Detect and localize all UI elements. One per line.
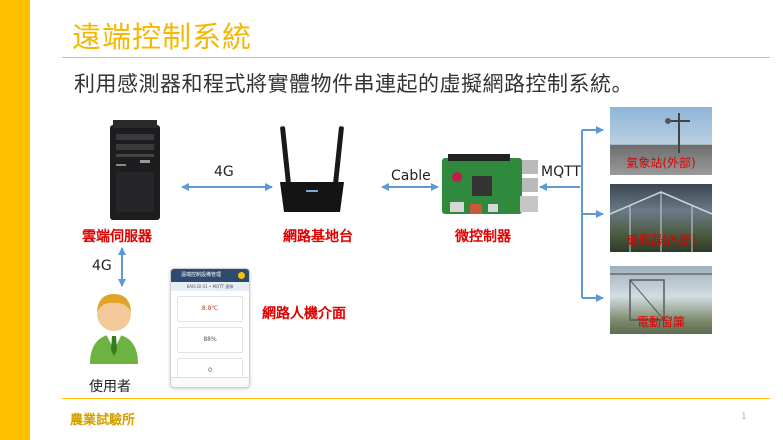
label-microcontroller: 微控制器	[455, 229, 511, 245]
device-photo-greenhouse: 感測器(內部)	[610, 184, 712, 252]
greenhouse-frame-icon	[610, 191, 712, 252]
phone-subheader: KAIS DI 01 • MQTT 連線	[171, 282, 249, 291]
phone-header-text: 遠端控制設備管理	[181, 272, 222, 278]
label-router: 網路基地台	[283, 229, 353, 245]
curtain-frame-icon	[610, 273, 712, 321]
link-label-mqtt: MQTT	[541, 164, 581, 180]
link-label-4g-user: 4G	[92, 258, 112, 274]
label-cloud-server: 雲端伺服器	[82, 229, 152, 245]
slide-title: 遠端控制系統	[72, 20, 253, 54]
slide-subtitle: 利用感測器和程式將實體物件串連起的虛擬網路控制系統。	[74, 72, 633, 96]
server-tower-icon	[110, 120, 160, 220]
label-hmi: 網路人機介面	[262, 306, 346, 322]
footer-divider	[62, 398, 770, 399]
accent-bar	[0, 0, 30, 440]
page-number: 1	[741, 412, 747, 422]
device-caption-2: 感測器(內部)	[626, 233, 696, 247]
label-user: 使用者	[89, 379, 131, 395]
phone-status-icon	[238, 272, 245, 279]
phone-reading-humidity: 88%	[177, 327, 243, 353]
phone-header: 遠端控制設備管理	[171, 269, 249, 282]
title-divider	[62, 57, 770, 58]
phone-reading-temp: 8.8℃	[177, 296, 243, 322]
link-label-4g-top: 4G	[214, 164, 234, 180]
microcontroller-board-icon	[442, 154, 538, 214]
device-photo-weather-station: 氣象站(外部)	[610, 107, 712, 175]
footer-organization: 農業試驗所	[70, 413, 136, 428]
link-label-cable: Cable	[391, 168, 431, 184]
user-avatar-icon	[90, 294, 138, 364]
weather-mast-icon	[665, 113, 690, 153]
device-caption-3: 電動窗簾	[636, 315, 685, 329]
phone-nav-bar	[171, 377, 249, 387]
router-icon	[280, 126, 344, 212]
device-caption-1: 氣象站(外部)	[626, 156, 696, 170]
device-photo-curtain: 電動窗簾	[610, 266, 712, 334]
hmi-phone-mockup: 遠端控制設備管理 KAIS DI 01 • MQTT 連線 8.8℃ 88% 0	[170, 268, 250, 388]
